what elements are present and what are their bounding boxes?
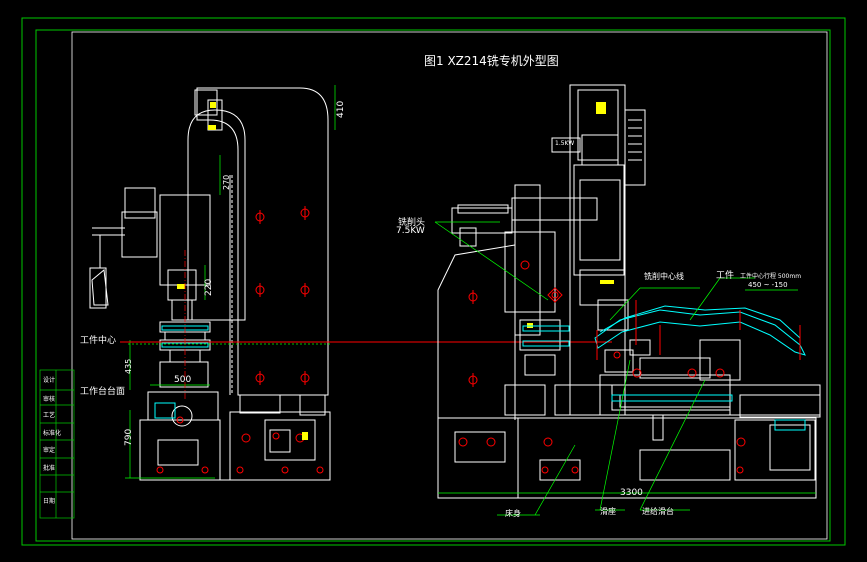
title-block (39, 369, 75, 519)
label-motor-power: 1.5KW (555, 140, 575, 147)
dim-500: 500 (174, 375, 192, 385)
right-leaders (434, 221, 816, 516)
tb-row-2: 工艺 (43, 412, 56, 419)
dim-270: 270 (222, 174, 231, 190)
label-milling-power: 7.5KW (396, 226, 425, 236)
label-worktable-plane: 工作台台面 (80, 387, 126, 397)
inner-frame (35, 29, 831, 542)
dim-220: 220 (204, 278, 214, 296)
label-spindle-center-line: 铣削中心线 (644, 272, 684, 281)
tb-row-6: 日期 (43, 498, 56, 505)
tb-row-4: 审定 (43, 447, 56, 454)
label-work-center: 工件中心 (80, 336, 117, 346)
left-dimensions (125, 85, 336, 479)
label-workpiece-spec: 工件中心行程 500mm (740, 273, 802, 280)
right-bolts (458, 260, 746, 474)
right-view (437, 84, 821, 499)
label-slide: 滑座 (600, 507, 616, 516)
left-accents (177, 102, 308, 440)
tb-row-0: 设计 (43, 377, 56, 384)
left-view (89, 87, 331, 481)
tb-row-5: 批准 (43, 465, 56, 472)
tb-row-1: 审核 (43, 396, 56, 403)
dim-410: 410 (336, 100, 346, 118)
label-bed: 床身 (505, 509, 521, 518)
tb-row-3: 标准化 (43, 430, 62, 437)
dim-435: 435 (124, 358, 133, 374)
label-workpiece-range: 450 ~ -150 (748, 281, 788, 289)
right-cyan (522, 325, 733, 402)
label-workpiece: 工件 (716, 271, 735, 281)
outer-frame (21, 17, 846, 546)
label-milling-head: 铣削头 (398, 218, 426, 228)
left-bolts (156, 206, 324, 474)
drawing-title: 图1 XZ214铣专机外型图 (424, 54, 559, 68)
label-feed-table: 进给滑台 (642, 507, 674, 516)
dim-3300: 3300 (620, 488, 643, 498)
right-red-markers (596, 300, 801, 360)
dim-790: 790 (124, 428, 134, 446)
drawing-border (71, 31, 828, 540)
